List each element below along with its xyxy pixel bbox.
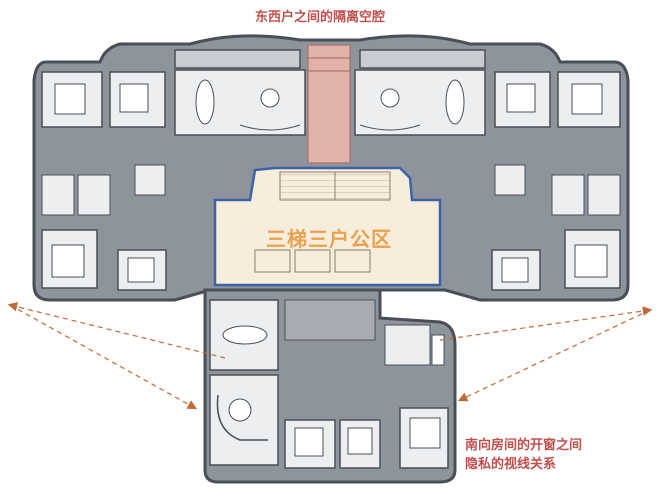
- east-dining-table: [445, 79, 465, 125]
- sightline-west-upper: [7, 302, 226, 359]
- west-plant: [260, 88, 280, 108]
- sightline-label: 南向房间的开窗之间 隐私的视线关系: [465, 436, 582, 474]
- sightline-label-line1: 南向房间的开窗之间: [465, 438, 583, 453]
- elevator-3: [334, 249, 371, 273]
- sightline-east-upper: [439, 306, 653, 341]
- west-dining-table: [195, 79, 215, 125]
- bathroom-e-3: [494, 164, 526, 196]
- bathroom-w-2: [77, 174, 111, 216]
- isolation-cavity: [307, 44, 351, 164]
- isolation-cavity-label: 东西户之间的隔离空腔: [255, 10, 386, 25]
- bathroom-w-1: [41, 174, 75, 216]
- east-terrace: [359, 49, 486, 69]
- sightline-label-line2: 隐私的视线关系: [465, 457, 557, 472]
- sightline-west-lower: [9, 304, 198, 410]
- elevator-2: [294, 249, 331, 273]
- south-kitchen: [284, 299, 376, 341]
- south-plant: [228, 398, 252, 422]
- bedroom-w-3: [41, 229, 98, 289]
- west-terrace: [174, 49, 301, 69]
- public-core-label: 三梯三户公区: [266, 227, 392, 251]
- south-dining-table: [222, 325, 268, 345]
- elevator-1: [254, 249, 291, 273]
- east-plant: [380, 88, 400, 108]
- bathroom-w-3: [134, 164, 166, 196]
- south-bath-1: [384, 324, 431, 366]
- bathroom-e-1: [551, 174, 585, 216]
- sightline-east-lower: [457, 309, 651, 402]
- bathroom-e-2: [587, 174, 621, 216]
